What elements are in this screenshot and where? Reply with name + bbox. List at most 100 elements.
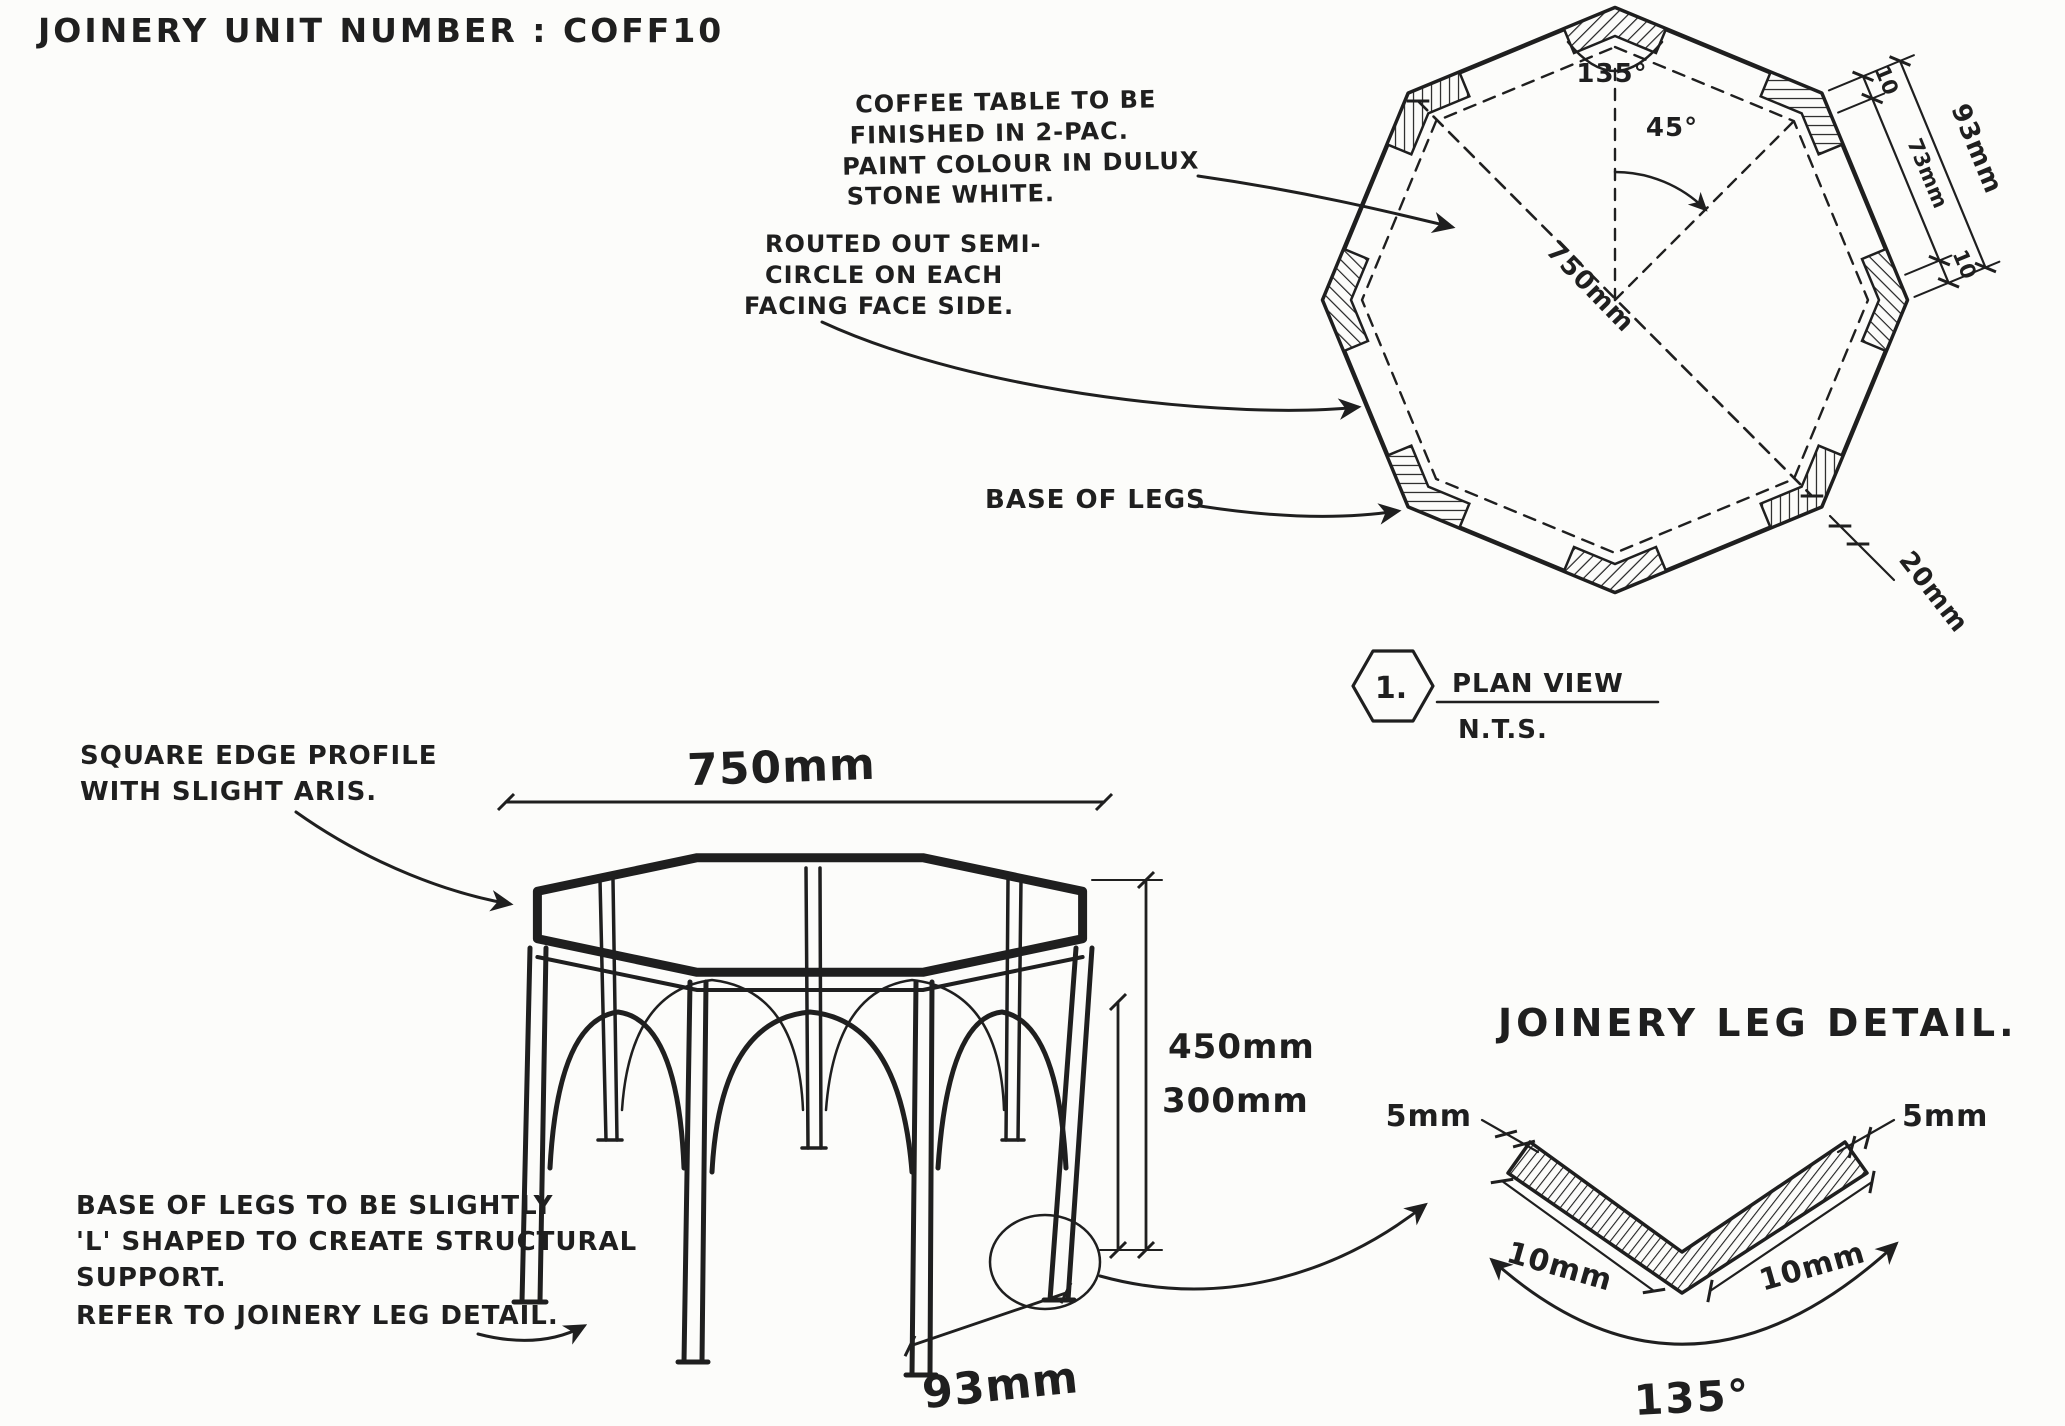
leader-to-leg-detail: [1098, 1202, 1428, 1291]
dim-line-5-right: [1836, 1118, 1896, 1154]
elevation-dim-450: 450mm: [1168, 1027, 1315, 1067]
elevation-leg-width-dimension: 93mm: [898, 1281, 1081, 1419]
note-line: STONE WHITE.: [847, 179, 1056, 211]
elevation-note-leg-base: BASE OF LEGS TO BE SLIGHTLY 'L' SHAPED T…: [76, 1191, 637, 1331]
detail-callout-circle: [988, 1213, 1102, 1311]
leg-line: [537, 945, 549, 1305]
elevation-dim-93: 93mm: [920, 1352, 1081, 1419]
plan-dim-10a: 10: [1870, 62, 1903, 98]
front-legs: [511, 945, 1095, 1378]
plan-dim-93: 93mm: [1944, 100, 2008, 199]
plan-dim-135: 135°: [1576, 59, 1647, 89]
plan-dim-45: 45°: [1646, 113, 1698, 143]
plan-dim-20: 20mm: [1892, 546, 1974, 639]
sheet-title: JOINERY UNIT NUMBER : COFF10: [36, 11, 724, 50]
leg-detail-title: JOINERY LEG DETAIL.: [1495, 1001, 2018, 1045]
plan-note-routed: ROUTED OUT SEMI- CIRCLE ON EACH FACING F…: [744, 230, 1040, 320]
detail-10mm-right-label: 10mm: [1756, 1235, 1870, 1298]
plan-ray-diagonal: [1613, 115, 1800, 302]
note-line: PAINT COLOUR IN DULUX: [842, 147, 1200, 181]
detail-135-arc: [1489, 1241, 1899, 1346]
elevation-width-dimension: 750mm: [496, 739, 1114, 812]
leader-finish-note: [1196, 174, 1456, 234]
leg-line: [1065, 945, 1095, 1303]
note-line: COFFEE TABLE TO BE: [855, 85, 1157, 118]
note-line: 'L' SHAPED TO CREATE STRUCTURAL: [76, 1227, 637, 1257]
front-arch: [547, 1009, 687, 1171]
plan-45-arc: [1613, 170, 1708, 212]
plan-diagonal-750: [1416, 99, 1814, 498]
plan-note-base-of-legs: BASE OF LEGS: [985, 485, 1206, 515]
elevation-dim-750: 750mm: [686, 739, 876, 797]
view-title: PLAN VIEW: [1452, 669, 1624, 699]
detail-135-label: 135°: [1633, 1370, 1752, 1425]
note-line: SQUARE EDGE PROFILE: [80, 741, 438, 771]
leg-line: [909, 979, 919, 1378]
plan-leg-block: [1562, 545, 1668, 594]
note-line: SUPPORT.: [76, 1263, 227, 1293]
note-line: BASE OF LEGS TO BE SLIGHTLY: [76, 1191, 554, 1221]
back-legs: [596, 866, 1026, 1150]
plan-view-marker: 1. PLAN VIEW N.T.S.: [1351, 649, 1660, 745]
leg-line: [1016, 878, 1023, 1142]
plan-note-finish: COFFEE TABLE TO BE FINISHED IN 2-PAC. PA…: [842, 85, 1200, 211]
extension-line: [1837, 92, 1886, 114]
plan-dim-10b: 10: [1948, 246, 1981, 282]
plan-leg-block: [1752, 56, 1859, 163]
tick-mark: [1641, 1278, 1667, 1304]
elevation-height-dimensions: 450mm 300mm: [1091, 870, 1315, 1260]
leg-line: [598, 878, 608, 1142]
front-arch: [935, 1009, 1069, 1171]
leg-line: [681, 979, 693, 1365]
detail-5mm-right-label: 5mm: [1902, 1099, 1988, 1134]
detail-dim-5mm-left: 5mm: [1386, 1099, 1540, 1157]
plan-leg-thickness-dimension: 20mm: [1827, 513, 1974, 639]
leader-routed-note: [820, 320, 1362, 420]
front-arch: [709, 1009, 915, 1175]
back-arch: [824, 978, 1006, 1112]
elevation-note-edge-profile: SQUARE EDGE PROFILE WITH SLIGHT ARIS.: [80, 741, 438, 807]
detail-dim-5mm-right: 5mm: [1836, 1099, 1988, 1160]
note-line: FACING FACE SIDE.: [744, 292, 1014, 320]
dim-line-10-73-10: [1861, 75, 1950, 284]
elevation-dim-300: 300mm: [1162, 1081, 1309, 1121]
dim-line-93: [908, 1291, 1068, 1348]
plan-dim-73: 73mm: [1902, 135, 1952, 212]
tick-mark: [1936, 270, 1961, 295]
plan-octagon-inner-dashed: [1360, 45, 1870, 555]
extension-line: [1904, 254, 1953, 276]
detail-10mm-left-label: 10mm: [1503, 1235, 1617, 1298]
leader-base-of-legs: [1198, 503, 1402, 525]
leg-detail-drawing: JOINERY LEG DETAIL. 5mm 5mm 10mm 1: [1386, 1001, 2018, 1425]
plan-135-arc: [1566, 40, 1664, 73]
leader-edge-profile: [294, 810, 514, 912]
dim-line-93: [1898, 59, 1987, 269]
note-line: WITH SLIGHT ARIS.: [80, 777, 377, 807]
leg-line: [818, 866, 823, 1150]
plan-dim-750: 750mm: [1540, 236, 1640, 338]
note-line: CIRCLE ON EACH: [765, 261, 1003, 289]
detail-5mm-left-label: 5mm: [1386, 1099, 1472, 1134]
table-top-thickness: [535, 955, 1085, 992]
leg-line: [699, 979, 709, 1365]
tick-mark: [1697, 1278, 1723, 1304]
table-top-rim: [532, 853, 1088, 977]
tick-mark: [1493, 1121, 1519, 1147]
elevation-drawing: 750mm 450mm 300mm 93mm SQUARE EDGE PROFI…: [76, 739, 1428, 1419]
plan-leg-block: [1371, 56, 1478, 163]
note-line: REFER TO JOINERY LEG DETAIL.: [76, 1301, 559, 1331]
view-scale: N.T.S.: [1458, 715, 1548, 745]
back-arch: [620, 978, 805, 1112]
leg-line: [927, 979, 935, 1378]
note-line: FINISHED IN 2-PAC.: [849, 117, 1129, 150]
plan-view-drawing: 750mm 45° 135° 10 73mm 10 93mm: [744, 5, 2008, 745]
leg-line: [519, 945, 533, 1305]
tick-mark: [1851, 64, 1875, 89]
view-number: 1.: [1375, 671, 1407, 706]
dim-line-5-left: [1480, 1118, 1540, 1154]
plan-leg-block: [1371, 437, 1478, 544]
hexagon-marker: [1351, 649, 1435, 723]
leg-line: [1004, 878, 1010, 1142]
